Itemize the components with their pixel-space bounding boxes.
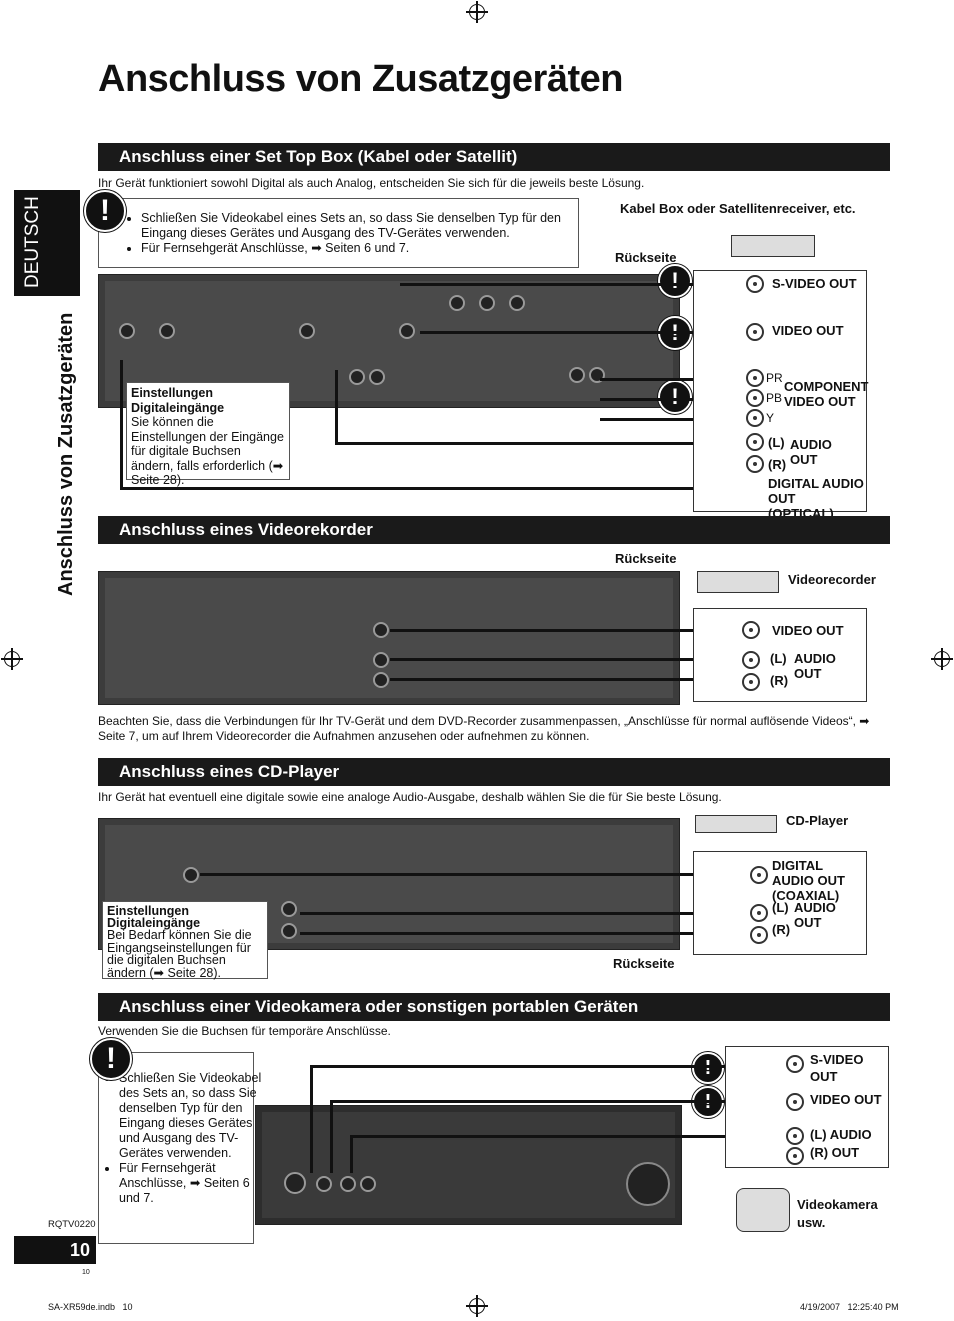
cam-audio-l: (L) AUDIO <box>810 1127 872 1142</box>
cd-audio-out: AUDIO OUT <box>794 900 836 930</box>
vcr-rear-label: Rückseite <box>615 551 677 566</box>
registration-mark-bottom <box>466 1295 488 1317</box>
stb-svideo-out: S-VIDEO OUT <box>772 276 857 291</box>
cd-callout-text: Bei Bedarf können Sie die Eingangseinste… <box>107 928 252 980</box>
cam-intro: Verwenden Sie die Buchsen für temporäre … <box>98 1024 391 1038</box>
cam-audio-r: (R) OUT <box>810 1145 860 1160</box>
cd-digital-input-callout: Einstellungen Digitaleingänge Bei Bedarf… <box>102 901 268 979</box>
language-tab: DEUTSCH <box>14 190 80 296</box>
stb-note-1: Schließen Sie Videokabel eines Sets an, … <box>141 211 581 241</box>
cd-intro: Ihr Gerät hat eventuell eine digitale so… <box>98 790 722 804</box>
registration-mark-right <box>931 648 953 670</box>
cd-audio-r: (R) <box>772 922 791 937</box>
stb-pb: PB <box>766 391 783 405</box>
stb-intro: Ihr Gerät funktioniert sowohl Digital al… <box>98 176 645 190</box>
cd-callout-title: Einstellungen Digitaleingänge <box>107 904 201 930</box>
stb-note-2: Für Fernsehgerät Anschlüsse, ➡ Seiten 6 … <box>141 241 581 256</box>
stb-audio-out: AUDIO OUT <box>790 437 832 467</box>
videorecorder-icon <box>697 571 779 593</box>
vcr-audio-out: AUDIO OUT <box>794 651 836 681</box>
stb-rear-label: Rückseite <box>615 250 677 265</box>
stb-device-label: Kabel Box oder Satellitenreceiver, etc. <box>620 201 856 216</box>
volume-knob <box>626 1162 670 1206</box>
stb-digital-input-callout: Einstellungen Digitaleingänge Sie können… <box>126 382 290 487</box>
section-heading-cam: Anschluss einer Videokamera oder sonstig… <box>98 993 890 1021</box>
stb-audio-r: (R) <box>768 457 787 472</box>
vcr-video-out: VIDEO OUT <box>772 623 844 638</box>
stb-y: Y <box>766 411 775 425</box>
set-top-box-icon <box>731 235 815 257</box>
cam-notes: Schließen Sie Videokabel des Sets an, so… <box>98 1052 261 1244</box>
caution-icon: ! <box>692 1052 724 1084</box>
stb-audio-l: (L) <box>768 435 785 450</box>
stb-callout-text: Sie können die Einstellungen der Eingäng… <box>131 415 284 487</box>
vcr-output-panel: VIDEO OUT (L) (R) AUDIO OUT <box>693 608 867 702</box>
cam-device-label: Videokamera usw. <box>797 1197 878 1230</box>
stb-callout-title: Einstellungen Digitaleingänge <box>131 386 225 415</box>
section-heading-vcr: Anschluss eines Videorekorder <box>98 516 890 544</box>
cam-video-out: VIDEO OUT <box>810 1092 882 1107</box>
cd-player-icon <box>695 815 777 833</box>
cd-digital-out: DIGITAL AUDIO OUT (COAXIAL) <box>772 858 845 903</box>
stb-video-out: VIDEO OUT <box>772 323 844 338</box>
cd-audio-l: (L) <box>772 900 789 915</box>
section-heading-cd: Anschluss eines CD-Player <box>98 758 890 786</box>
cam-note-1: Schließen Sie Videokabel des Sets an, so… <box>119 1071 263 1161</box>
stb-component-out: COMPONENT VIDEO OUT <box>784 379 869 409</box>
registration-mark-left <box>1 648 23 670</box>
file-name: SA-XR59de.indb 10 <box>48 1302 133 1312</box>
cam-output-panel: S-VIDEO OUT VIDEO OUT (L) AUDIO (R) OUT <box>725 1046 889 1168</box>
vcr-audio-l: (L) <box>770 651 787 666</box>
vcr-note: Beachten Sie, dass die Verbindungen für … <box>98 714 870 743</box>
stb-digital-out: DIGITAL AUDIO OUT (OPTICAL) <box>768 476 864 521</box>
caution-icon: ! <box>658 380 692 414</box>
section-heading-stb: Anschluss einer Set Top Box (Kabel oder … <box>98 143 890 171</box>
receiver-front-panel <box>255 1105 682 1225</box>
print-timestamp: 4/19/2007 12:25:40 PM <box>800 1302 899 1312</box>
stb-pr: PR <box>766 371 783 385</box>
cd-device-label: CD-Player <box>786 813 849 828</box>
receiver-rear-panel-vcr <box>98 571 680 705</box>
cd-output-panel: DIGITAL AUDIO OUT (COAXIAL) (L) (R) AUDI… <box>693 851 867 955</box>
vcr-audio-r: (R) <box>770 673 789 688</box>
registration-mark-top <box>466 1 488 23</box>
vcr-device-label: Videorecorder <box>788 572 876 587</box>
caution-icon: ! <box>84 190 126 232</box>
page-title: Anschluss von Zusatzgeräten <box>98 58 623 100</box>
cd-rear-label: Rückseite <box>613 956 675 971</box>
caution-icon: ! <box>658 264 692 298</box>
stb-notes: Schließen Sie Videokabel eines Sets an, … <box>98 198 579 268</box>
cam-svideo-out: S-VIDEO OUT <box>810 1052 864 1084</box>
camcorder-icon <box>736 1188 790 1232</box>
side-title: Anschluss von Zusatzgeräten <box>55 312 77 596</box>
page-number-small: 10 <box>82 1269 90 1276</box>
document-code: RQTV0220 <box>48 1219 96 1230</box>
page-number: 10 <box>14 1236 96 1264</box>
caution-icon: ! <box>90 1038 132 1080</box>
stb-output-panel: S-VIDEO OUT VIDEO OUT PR PB Y COMPONENT … <box>693 270 869 521</box>
cam-note-2: Für Fernsehgerät Anschlüsse, ➡ Seiten 6 … <box>119 1161 263 1206</box>
